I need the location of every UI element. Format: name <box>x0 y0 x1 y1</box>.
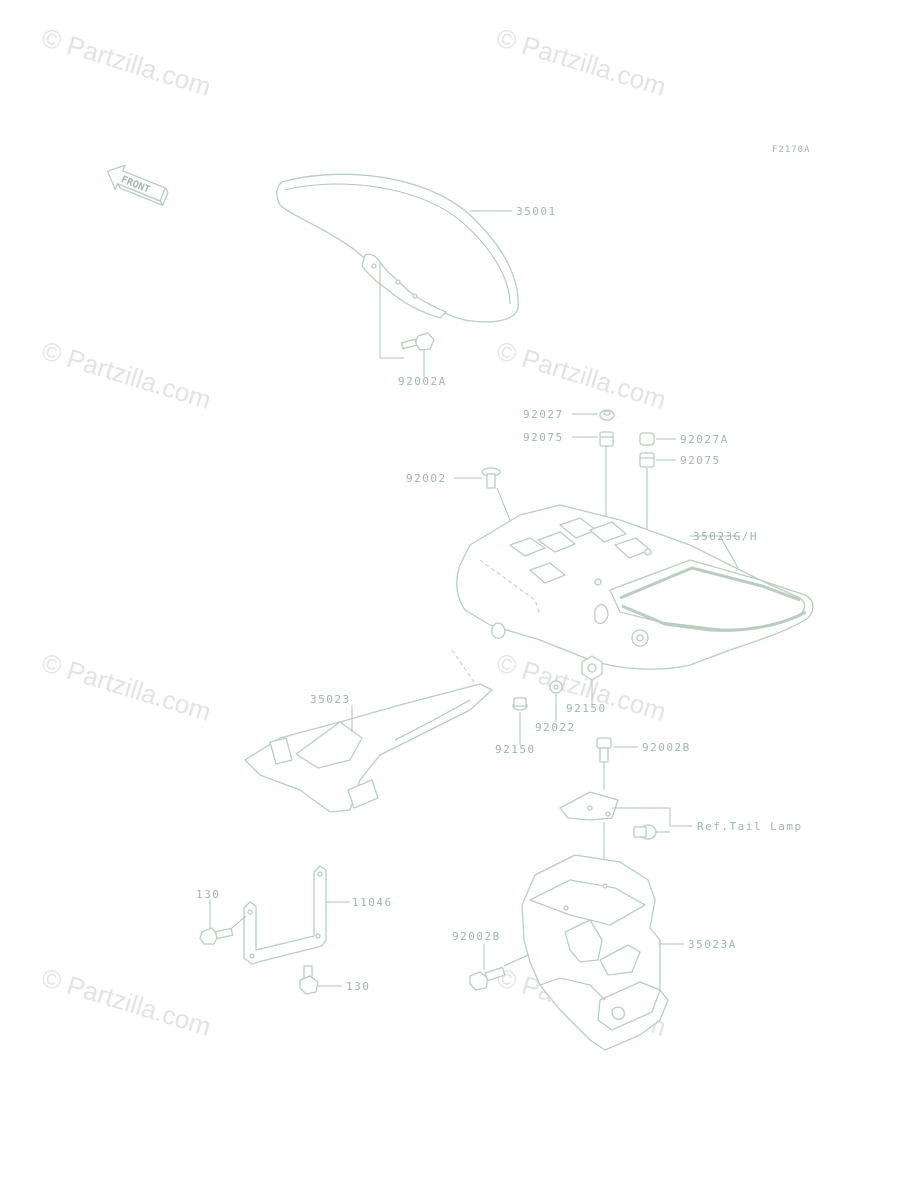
nut-92027A <box>639 432 655 446</box>
watermark-1: © Partzilla.com <box>38 22 214 102</box>
collar-92075-left <box>599 431 614 447</box>
bolt-92002 <box>481 467 501 489</box>
label-35023A: 35023A <box>688 938 737 951</box>
label-130-lower: 130 <box>346 980 370 993</box>
watermark-4: © Partzilla.com <box>493 335 669 415</box>
tail-lamp-grommet <box>633 824 657 840</box>
label-92002A: 92002A <box>398 375 447 388</box>
tail-lamp-bracket <box>559 791 619 821</box>
front-arrow-icon: FRONT <box>106 164 169 206</box>
rear-fender-35023GH <box>456 504 814 670</box>
label-92150-upper: 92150 <box>566 702 607 715</box>
label-130-upper: 130 <box>196 888 220 901</box>
guide-92002B-bottom <box>503 954 529 967</box>
watermark-5: © Partzilla.com <box>38 647 214 727</box>
bolt-92002A <box>400 332 435 351</box>
label-92150-lower: 92150 <box>495 743 536 756</box>
bracket-11046 <box>243 865 327 965</box>
guide-35023 <box>451 649 477 686</box>
label-35023: 35023 <box>310 693 351 706</box>
leader-35023GH-2 <box>719 535 739 569</box>
leader-ref-tail-lamp <box>612 807 692 827</box>
label-ref-tail-lamp: Ref.Tail Lamp <box>697 820 803 833</box>
label-92027: 92027 <box>523 408 564 421</box>
guide-130-upper <box>231 915 247 929</box>
label-92022: 92022 <box>535 721 576 734</box>
watermark-7: © Partzilla.com <box>38 962 214 1042</box>
nut-92027 <box>599 409 615 421</box>
diagram-code: F2170A <box>772 145 811 155</box>
label-35001: 35001 <box>516 205 557 218</box>
watermark-3: © Partzilla.com <box>38 335 214 415</box>
grommet-92150-upper <box>581 655 603 681</box>
inner-fender-35023 <box>244 683 493 813</box>
bolt-130-upper <box>199 927 234 945</box>
bolt-92002B-top <box>596 737 612 763</box>
label-92027A: 92027A <box>680 433 729 446</box>
bolt-92150-lower <box>512 697 528 711</box>
label-35023GH: 35023G/H <box>693 530 758 543</box>
grommet-rear <box>631 629 649 647</box>
front-fender <box>276 173 519 323</box>
label-92002B-top: 92002B <box>642 741 691 754</box>
label-92075-left: 92075 <box>523 431 564 444</box>
label-11046: 11046 <box>352 896 393 909</box>
leader-92002A-guide <box>379 262 404 359</box>
washer-92022 <box>549 680 563 694</box>
watermark-2: © Partzilla.com <box>493 22 669 102</box>
collar-92075-right <box>639 452 655 468</box>
label-92075-right: 92075 <box>680 454 721 467</box>
label-92002: 92002 <box>406 472 447 485</box>
bolt-130-lower <box>299 965 319 995</box>
label-92002B-bottom: 92002B <box>452 930 501 943</box>
bolt-92002B-bottom <box>469 966 506 991</box>
fender-bracket-35023A <box>521 854 669 1051</box>
